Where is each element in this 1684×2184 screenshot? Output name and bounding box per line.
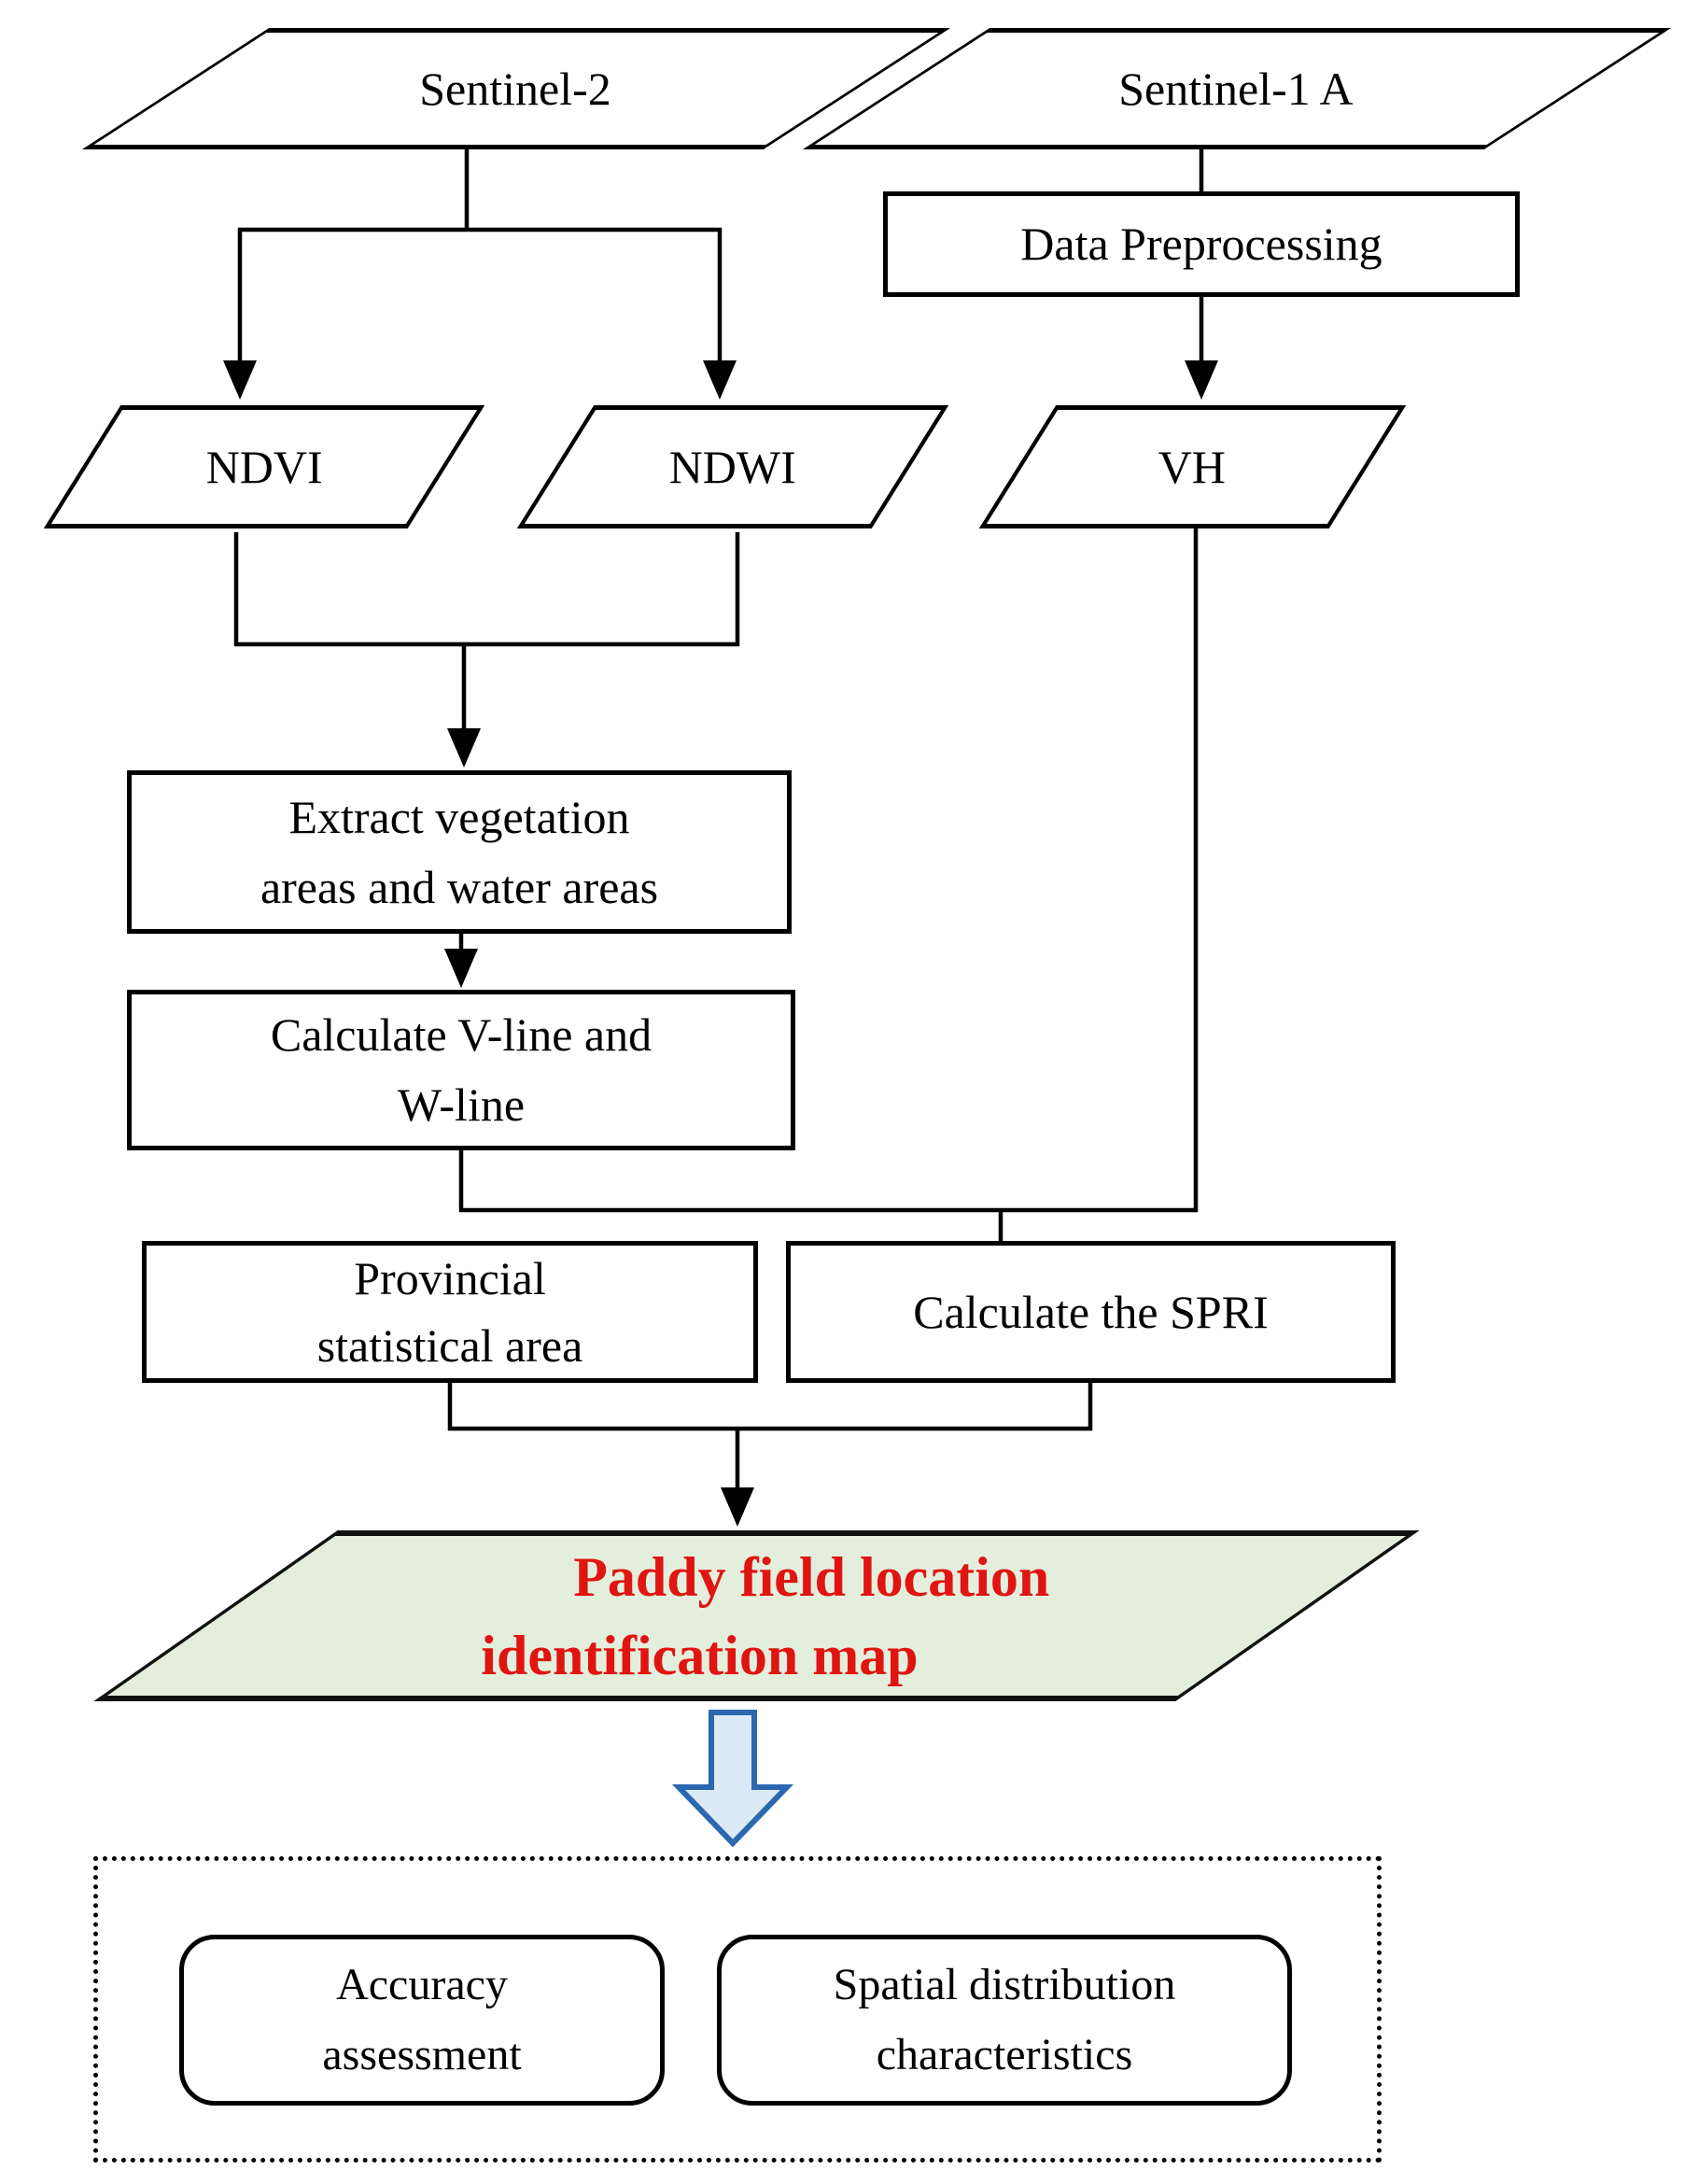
- node-label-calculate-spri: Calculate the SPRI: [913, 1285, 1269, 1338]
- node-accuracy-assessment: Accuracy assessment: [179, 1935, 665, 2106]
- results-dotted-container: [93, 1856, 1382, 2163]
- node-label-sentinel-2: Sentinel-2: [420, 62, 612, 115]
- node-label-paddy-line2: identification map: [482, 1624, 919, 1686]
- big-down-arrow-icon: [671, 1710, 794, 1848]
- node-label-spatial-line2: characteristics: [876, 2029, 1133, 2079]
- node-label-spatial-line1: Spatial distribution: [833, 1960, 1176, 2010]
- node-label-extract-line1: Extract vegetation: [288, 790, 630, 843]
- arrowhead-calc-vw: [444, 949, 478, 988]
- arrowhead-extract: [447, 728, 481, 768]
- node-extract-areas: Extract vegetation areas and water areas: [127, 770, 792, 934]
- node-label-vh: VH: [1158, 440, 1227, 493]
- arrowhead-paddy: [721, 1487, 754, 1527]
- node-label-calc-line2: W-line: [397, 1078, 526, 1131]
- node-label-accuracy-line2: assessment: [322, 2029, 522, 2079]
- node-label-extract-line2: areas and water areas: [260, 860, 659, 913]
- arrowhead-ndvi: [223, 360, 257, 400]
- node-label-sentinel-1a: Sentinel-1 A: [1119, 62, 1354, 115]
- arrowhead-ndwi: [703, 360, 737, 400]
- node-label-calc-line1: Calculate V-line and: [270, 1008, 653, 1061]
- node-provincial-statistical-area: Provincial statistical area: [142, 1241, 758, 1383]
- node-label-provincial-line1: Provincial: [354, 1251, 546, 1304]
- node-calculate-v-w-line: Calculate V-line and W-line: [127, 990, 795, 1150]
- node-label-ndvi: NDVI: [205, 440, 323, 493]
- node-label-provincial-line2: statistical area: [316, 1319, 583, 1372]
- node-label-paddy-line1: Paddy field location: [574, 1545, 1051, 1608]
- node-label-data-preprocessing: Data Preprocessing: [1020, 218, 1382, 270]
- node-spatial-distribution: Spatial distribution characteristics: [717, 1935, 1292, 2106]
- node-data-preprocessing: Data Preprocessing: [883, 191, 1520, 297]
- node-calculate-spri: Calculate the SPRI: [786, 1241, 1396, 1383]
- node-ndvi: NDVI: [43, 405, 485, 528]
- node-label-accuracy-line1: Accuracy: [336, 1960, 508, 2010]
- arrowhead-vh: [1185, 360, 1218, 400]
- node-label-ndwi: NDWI: [668, 440, 797, 493]
